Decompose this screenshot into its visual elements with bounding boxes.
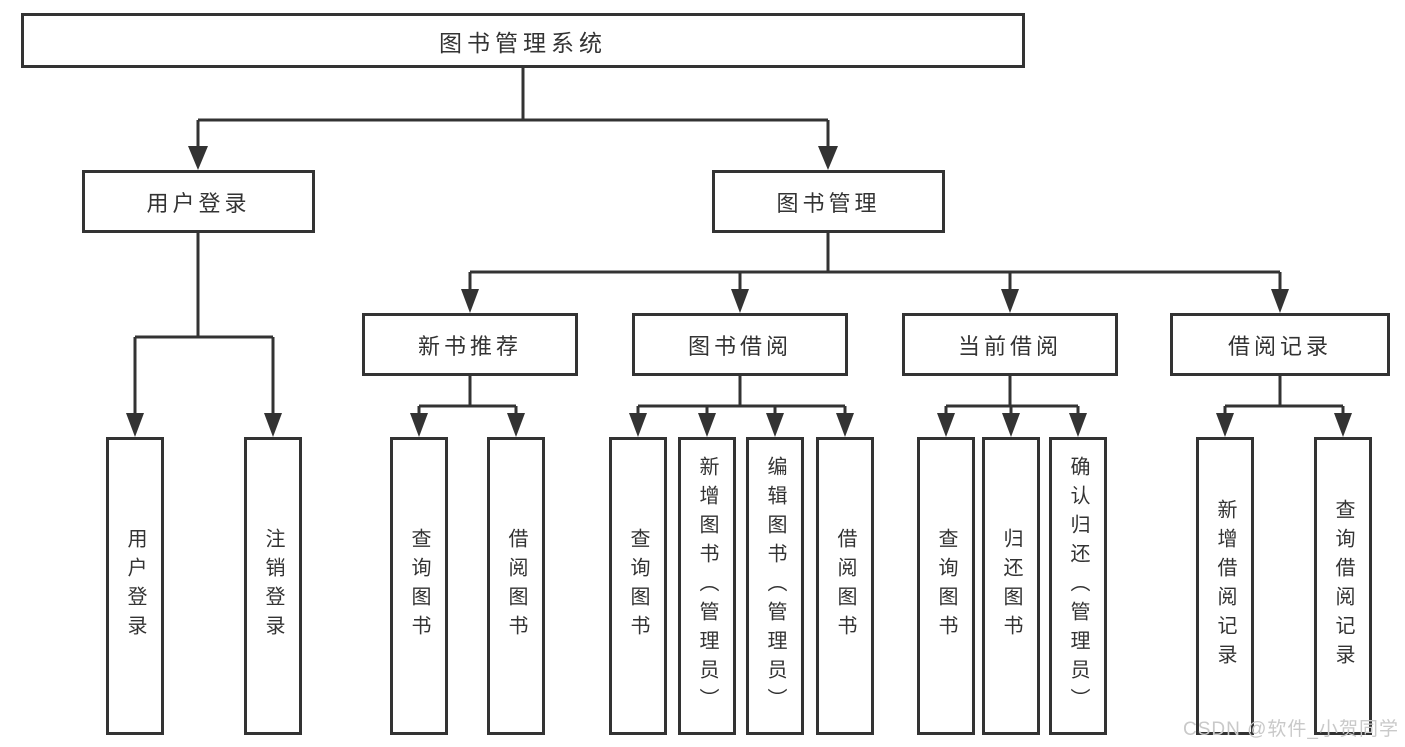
node-book-management: 图书管理 — [712, 170, 945, 233]
leaf-borrow-books-2-label: 借阅图书 — [834, 528, 856, 644]
node-borrow-records: 借阅记录 — [1170, 313, 1390, 376]
leaf-query-books-borrow-label: 查询图书 — [627, 528, 649, 644]
node-new-book-recommend-label: 新书推荐 — [417, 333, 522, 359]
leaf-query-books-recommend: 查询图书 — [390, 437, 448, 735]
leaf-user-login: 用户登录 — [106, 437, 164, 735]
arrowhead-icon — [698, 413, 716, 437]
node-user-login: 用户登录 — [82, 170, 315, 233]
root-to-level2-connector — [188, 68, 838, 170]
arrowhead-icon — [188, 146, 208, 170]
node-root-label: 图书管理系统 — [439, 29, 607, 56]
leaf-return-book: 归还图书 — [982, 437, 1040, 735]
arrowhead-icon — [1069, 413, 1087, 437]
arrowhead-icon — [1271, 289, 1289, 313]
leaf-confirm-return-admin: 确认归还（管理员） — [1049, 437, 1107, 735]
leaf-borrow-books-2: 借阅图书 — [816, 437, 874, 735]
leaf-edit-book-admin-label: 编辑图书（管理员） — [764, 455, 786, 717]
leaf-confirm-return-admin-label: 确认归还（管理员） — [1067, 455, 1089, 717]
leaf-user-login-label: 用户登录 — [124, 528, 146, 644]
arrowhead-icon — [766, 413, 784, 437]
arrowhead-icon — [126, 413, 144, 437]
leaf-add-borrow-record-label: 新增借阅记录 — [1214, 499, 1236, 673]
arrowhead-icon — [264, 413, 282, 437]
arrowhead-icon — [1216, 413, 1234, 437]
leaf-query-borrow-record-label: 查询借阅记录 — [1332, 499, 1354, 673]
node-book-borrow-label: 图书借阅 — [687, 333, 792, 359]
leaf-add-borrow-record: 新增借阅记录 — [1196, 437, 1254, 735]
new-book-recommend-children-connector — [410, 376, 525, 437]
node-user-login-label: 用户登录 — [146, 190, 251, 216]
arrowhead-icon — [937, 413, 955, 437]
leaf-edit-book-admin: 编辑图书（管理员） — [746, 437, 804, 735]
leaf-query-borrow-record: 查询借阅记录 — [1314, 437, 1372, 735]
node-book-borrow: 图书借阅 — [632, 313, 848, 376]
arrowhead-icon — [818, 146, 838, 170]
node-current-borrow-label: 当前借阅 — [957, 333, 1062, 359]
leaf-return-book-label: 归还图书 — [1000, 528, 1022, 644]
borrow-records-children-connector — [1216, 376, 1352, 437]
arrowhead-icon — [507, 413, 525, 437]
node-book-management-label: 图书管理 — [776, 190, 881, 216]
leaf-add-book-admin: 新增图书（管理员） — [678, 437, 736, 735]
leaf-query-books-current-label: 查询图书 — [935, 528, 957, 644]
leaf-borrow-books-recommend: 借阅图书 — [487, 437, 545, 735]
node-borrow-records-label: 借阅记录 — [1227, 333, 1332, 359]
user-login-children-connector — [126, 233, 282, 437]
arrowhead-icon — [731, 289, 749, 313]
node-new-book-recommend: 新书推荐 — [362, 313, 578, 376]
leaf-query-books-recommend-label: 查询图书 — [408, 528, 430, 644]
node-root: 图书管理系统 — [21, 13, 1025, 68]
arrowhead-icon — [410, 413, 428, 437]
arrowhead-icon — [836, 413, 854, 437]
leaf-borrow-books-recommend-label: 借阅图书 — [505, 528, 527, 644]
watermark: CSDN @软件_小贺同学 — [1183, 719, 1399, 740]
leaf-query-books-borrow: 查询图书 — [609, 437, 667, 735]
leaf-logout-label: 注销登录 — [262, 528, 284, 644]
leaf-query-books-current: 查询图书 — [917, 437, 975, 735]
book-management-children-connector — [461, 233, 1289, 313]
arrowhead-icon — [1002, 413, 1020, 437]
current-borrow-children-connector — [937, 376, 1087, 437]
arrowhead-icon — [629, 413, 647, 437]
leaf-add-book-admin-label: 新增图书（管理员） — [696, 455, 718, 717]
arrowhead-icon — [1334, 413, 1352, 437]
arrowhead-icon — [461, 289, 479, 313]
book-borrow-children-connector — [629, 376, 854, 437]
leaf-logout: 注销登录 — [244, 437, 302, 735]
arrowhead-icon — [1001, 289, 1019, 313]
node-current-borrow: 当前借阅 — [902, 313, 1118, 376]
